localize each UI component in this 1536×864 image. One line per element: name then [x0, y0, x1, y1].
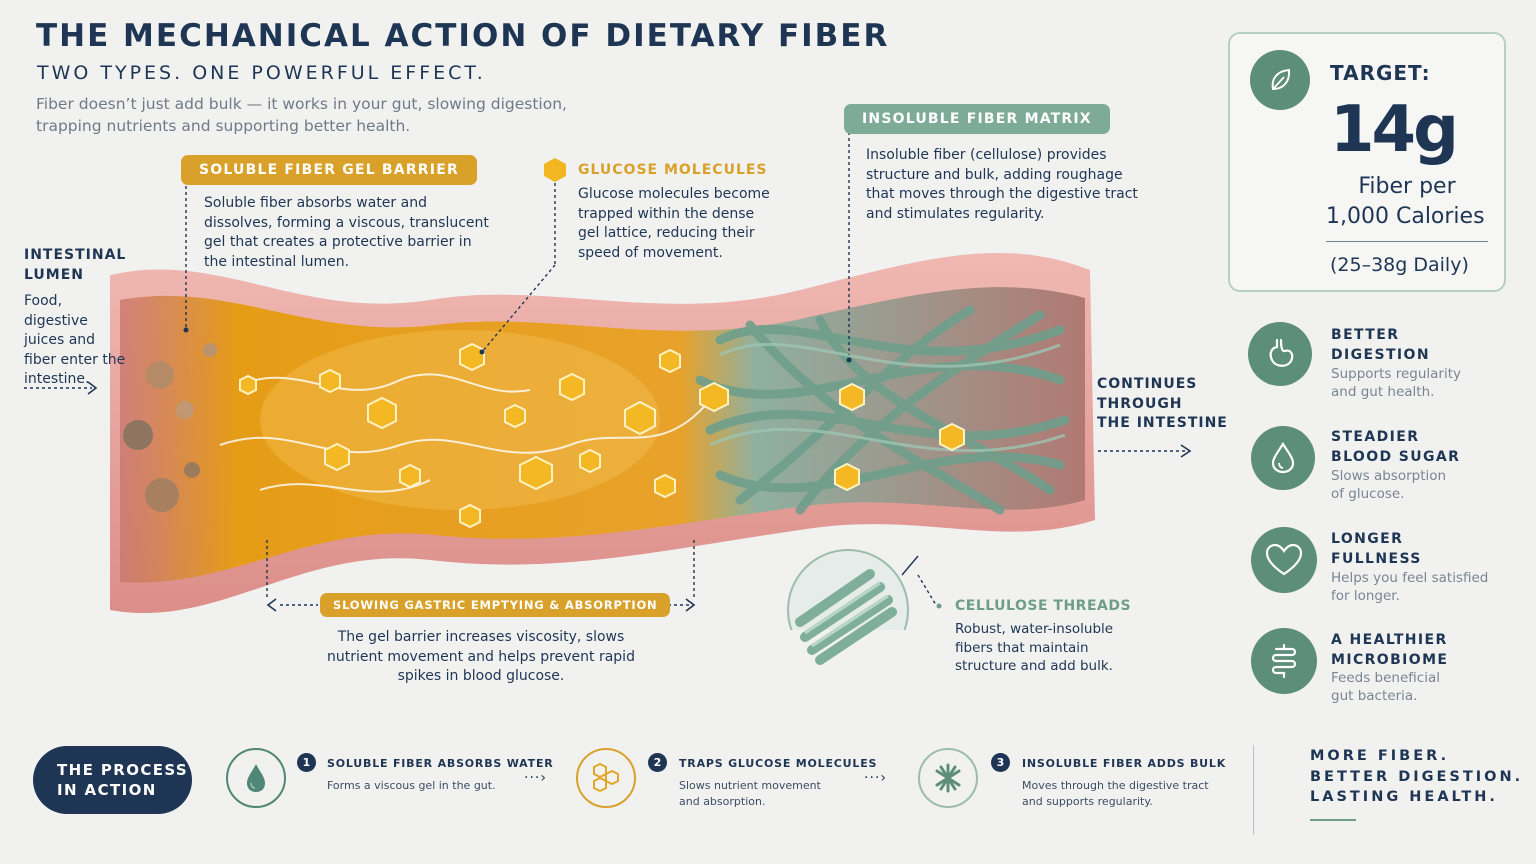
stomach-icon — [1248, 322, 1312, 386]
heart-icon — [1251, 527, 1317, 593]
cellulose-threads-detail — [795, 569, 897, 665]
lumen-text: Food, digestive juices and fiber enter t… — [24, 293, 126, 387]
continues-label: CONTINUES THROUGH THE INTESTINE — [1097, 376, 1228, 431]
step-number: 3 — [991, 753, 1010, 772]
glucose-label: GLUCOSE MOLECULES — [578, 162, 768, 178]
step-title: SOLUBLE FIBER ABSORBS WATER — [327, 757, 554, 770]
target-card: TARGET: 14g Fiber per 1,000 Calories (25… — [1228, 32, 1506, 292]
target-label: TARGET: — [1330, 61, 1431, 85]
intestine-icon — [1251, 628, 1317, 694]
lumen-title: INTESTINAL LUMEN — [24, 247, 127, 283]
step-number: 1 — [297, 753, 316, 772]
closing-accent-line — [1310, 819, 1356, 821]
step-number: 2 — [648, 753, 667, 772]
closing-tagline: MORE FIBER. BETTER DIGESTION. LASTING HE… — [1310, 748, 1524, 805]
target-daily: (25–38g Daily) — [1330, 254, 1469, 276]
glucose-molecules — [239, 342, 965, 529]
food-particles — [123, 343, 217, 512]
glucose-text: Glucose molecules become trapped within … — [578, 186, 770, 261]
step-arrow-icon: ···› — [524, 770, 547, 786]
closing-divider — [1253, 745, 1254, 835]
slowing-absorption-label: SLOWING GASTRIC EMPTYING & ABSORPTION — [320, 593, 671, 617]
page-title: THE MECHANICAL ACTION OF DIETARY FIBER — [36, 18, 890, 54]
drop-icon — [1251, 426, 1315, 490]
soluble-fiber-text: Soluble fiber absorbs water and dissolve… — [204, 195, 489, 270]
flow-lines — [219, 373, 711, 493]
fiber-highlights — [709, 342, 1066, 453]
slowing-absorption-text: The gel barrier increases viscosity, slo… — [327, 629, 635, 684]
soluble-fiber-label: SOLUBLE FIBER GEL BARRIER — [181, 155, 477, 185]
page-subtitle: TWO TYPES. ONE POWERFUL EFFECT. — [37, 62, 486, 84]
cellulose-label: CELLULOSE THREADS — [955, 598, 1132, 614]
insoluble-fiber-text: Insoluble fiber (cellulose) provides str… — [866, 147, 1138, 222]
target-divider — [1326, 241, 1488, 242]
step-title: TRAPS GLUCOSE MOLECULES — [679, 757, 878, 770]
glucose-hexagon-icon — [544, 158, 566, 182]
step-arrow-icon: ···› — [864, 770, 887, 786]
target-unit-line1: Fiber per — [1358, 174, 1456, 199]
callout-connectors — [24, 132, 1192, 612]
gel-highlight — [260, 330, 660, 510]
step-title: INSOLUBLE FIBER ADDS BULK — [1022, 757, 1227, 770]
target-value: 14g — [1330, 93, 1459, 167]
process-in-action-badge: THE PROCESS IN ACTION — [33, 746, 192, 814]
water-drop-icon — [226, 748, 286, 808]
target-unit-line2: 1,000 Calories — [1326, 204, 1485, 229]
molecule-cluster-icon — [576, 748, 636, 808]
intro-text: Fiber doesn’t just add bulk — it works i… — [36, 95, 567, 135]
cellulose-text: Robust, water-insoluble fibers that main… — [955, 621, 1114, 674]
insoluble-fiber-label: INSOLUBLE FIBER MATRIX — [844, 104, 1110, 134]
step-desc: Forms a viscous gel in the gut. — [327, 779, 496, 792]
fiber-mesh-icon — [918, 748, 978, 808]
leaf-icon — [1250, 50, 1310, 110]
